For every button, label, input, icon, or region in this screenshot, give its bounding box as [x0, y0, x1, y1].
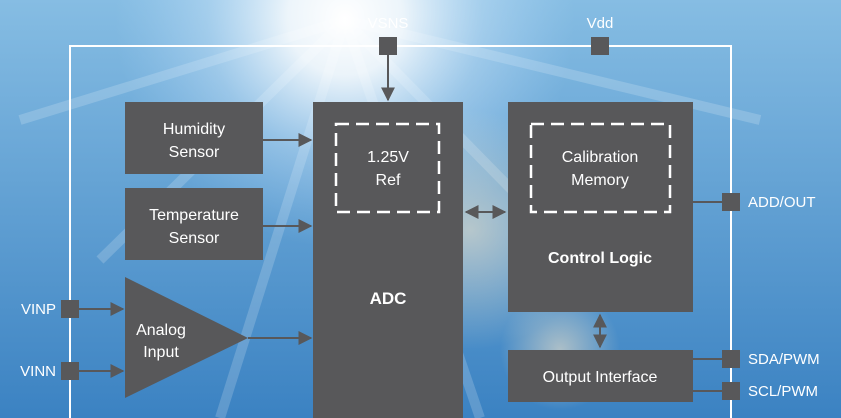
analog-input-amplifier [125, 277, 248, 398]
vdd-pin [591, 37, 609, 55]
reference-label-line2: Ref [376, 172, 401, 189]
vsns-pin-label: VSNS [368, 15, 409, 32]
reference-label-line1: 1.25V [367, 149, 409, 166]
calibration-memory-label-line2: Memory [571, 172, 629, 189]
analog-input-label-line1: Analog [136, 322, 186, 339]
vinn-pin [61, 362, 79, 380]
calibration-memory-label-line1: Calibration [562, 149, 638, 166]
analog-input-label-line2: Input [143, 344, 179, 361]
temperature-sensor-label-line2: Sensor [169, 230, 220, 247]
temperature-sensor-label-line1: Temperature [149, 207, 239, 224]
adc-label: ADC [370, 289, 407, 308]
reference-dashed-box [334, 122, 441, 214]
calibration-memory-dashed-box [529, 122, 672, 214]
scl-pwm-pin-label: SCL/PWM [748, 383, 818, 400]
vinn-pin-label: VINN [20, 363, 56, 380]
output-interface-label: Output Interface [543, 369, 658, 386]
sda-pwm-pin [722, 350, 740, 368]
humidity-sensor-label-line1: Humidity [163, 121, 225, 138]
humidity-sensor-block [125, 102, 263, 174]
add-out-pin-label: ADD/OUT [748, 194, 816, 211]
temperature-sensor-block [125, 188, 263, 260]
scl-pwm-pin [722, 382, 740, 400]
control-logic-block [508, 102, 693, 312]
humidity-sensor-label-line2: Sensor [169, 144, 220, 161]
vdd-pin-label: Vdd [587, 15, 614, 32]
vinp-pin [61, 300, 79, 318]
output-interface-block [508, 350, 693, 402]
add-out-pin [722, 193, 740, 211]
vsns-pin [379, 37, 397, 55]
chip-outline [69, 45, 732, 418]
adc-block [313, 102, 463, 418]
vinp-pin-label: VINP [21, 301, 56, 318]
sda-pwm-pin-label: SDA/PWM [748, 351, 820, 368]
control-logic-label: Control Logic [548, 250, 652, 267]
